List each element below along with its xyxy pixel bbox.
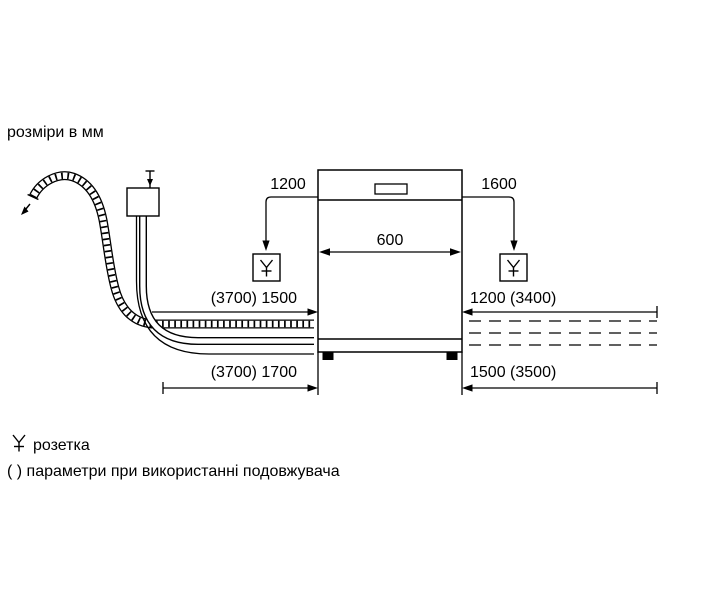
dim-1200-arrow-icon [262, 240, 270, 251]
tap-arrow-icon [147, 179, 153, 186]
dim-1200-label: 1200 [270, 176, 306, 193]
hose-extension-dashes [469, 320, 657, 346]
dim-right-hose-reach: 1200 (3400) [462, 290, 658, 318]
appliance-foot-right [446, 352, 458, 360]
dim-right-socket: 1600 [462, 176, 528, 282]
dim-right-hose-arrow-icon [462, 308, 473, 316]
power-cord-line [135, 216, 314, 355]
dim-right-hose-label: 1200 (3400) [470, 290, 556, 307]
drain-hose-corrugation [30, 172, 314, 328]
dim-left-socket: 1200 [252, 176, 318, 282]
dim-right-total-reach: 1500 (3500) [462, 364, 658, 394]
dim-1600-leader-line [462, 196, 515, 241]
dim-left-hose-arrow-icon [307, 308, 318, 316]
page-title: розміри в мм [7, 124, 104, 141]
control-display [374, 183, 408, 195]
dim-1600-label: 1600 [481, 176, 517, 193]
legend: розетка ( ) параметри при використанні п… [7, 434, 340, 480]
dim-left-hose-reach: (3700) 1500 [152, 290, 318, 316]
legend-socket-label: розетка [33, 437, 90, 454]
dim-left-total-arrow-icon [307, 384, 318, 392]
appliance-foot-left [322, 352, 334, 360]
supply-hose [139, 216, 314, 345]
dim-right-total-label: 1500 (3500) [470, 364, 556, 381]
drain-direction-line [24, 203, 31, 210]
drain-hose [21, 171, 314, 329]
dim-600-label: 600 [377, 232, 404, 249]
dim-600-arrow-right-icon [450, 248, 461, 256]
dim-1600-arrow-icon [510, 240, 518, 251]
legend-note: ( ) параметри при використанні подовжува… [7, 463, 340, 480]
socket-icon-left [259, 259, 274, 277]
drain-direction-arrow-icon [21, 206, 29, 215]
dim-left-total-label: (3700) 1700 [211, 364, 297, 381]
socket-icon-right [506, 259, 521, 277]
drain-hose-end-cut [27, 193, 39, 201]
dim-left-total-reach: (3700) 1700 [162, 364, 318, 394]
dim-1200-leader-line [265, 196, 318, 241]
supply-hose-body [140, 216, 314, 344]
socket-icon-legend [12, 434, 26, 452]
dim-left-hose-label: (3700) 1500 [211, 290, 297, 307]
appliance-body [317, 169, 463, 353]
tap-assembly [126, 170, 160, 217]
tap-icon [126, 187, 160, 217]
dim-right-total-arrow-icon [462, 384, 473, 392]
appliance-outline [317, 169, 463, 360]
dim-appliance-width: 600 [319, 232, 461, 256]
dim-600-arrow-left-icon [319, 248, 330, 256]
